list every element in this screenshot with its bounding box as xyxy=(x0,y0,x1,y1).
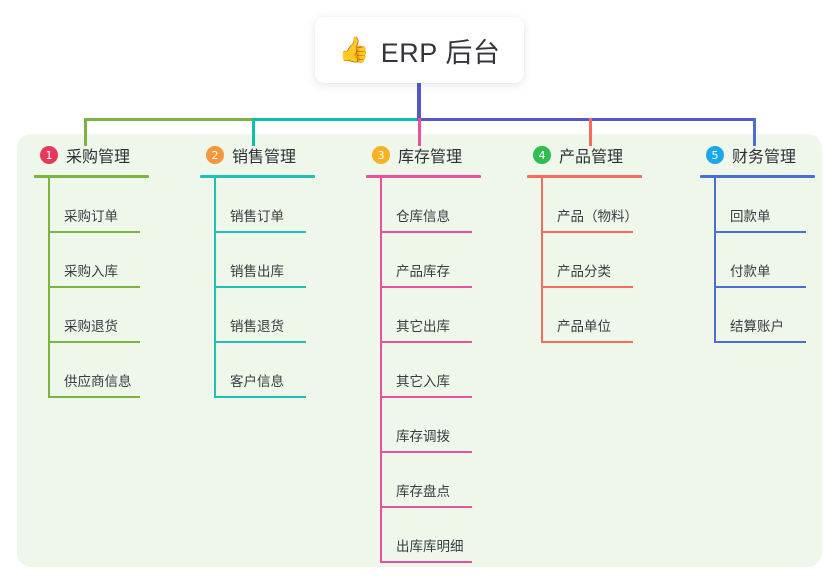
leaf-item[interactable]: 付款单 xyxy=(716,233,806,288)
branch-column-3: 3 库存管理仓库信息产品库存其它出库其它入库库存调拨库存盘点出库库明细 xyxy=(366,143,481,563)
leaf-item-label: 产品分类 xyxy=(557,264,611,279)
branch-leaf-list: 采购订单采购入库采购退货供应商信息 xyxy=(48,178,149,398)
leaf-item[interactable]: 采购退货 xyxy=(50,288,140,343)
connector-drop-1 xyxy=(84,118,87,146)
branch-header-3[interactable]: 3 库存管理 xyxy=(366,143,481,167)
branch-header-rule xyxy=(700,175,815,178)
leaf-item[interactable]: 销售退货 xyxy=(216,288,306,343)
leaf-item-label: 客户信息 xyxy=(230,374,284,389)
leaf-item-label: 产品库存 xyxy=(396,264,450,279)
branch-number-badge: 3 xyxy=(372,146,390,164)
branch-header-rule xyxy=(200,175,315,178)
branch-column-1: 1 采购管理采购订单采购入库采购退货供应商信息 xyxy=(34,143,149,398)
branch-title: 库存管理 xyxy=(398,149,463,166)
leaf-item-label: 采购入库 xyxy=(64,264,118,279)
branch-leaf-list: 回款单付款单结算账户 xyxy=(714,178,815,343)
branch-header-4[interactable]: 4 产品管理 xyxy=(527,143,642,167)
leaf-item-label: 产品（物料） xyxy=(557,209,638,224)
branch-number-badge: 2 xyxy=(206,146,224,164)
branch-column-2: 2 销售管理销售订单销售出库销售退货客户信息 xyxy=(200,143,315,398)
leaf-item[interactable]: 销售出库 xyxy=(216,233,306,288)
connector-drop-2 xyxy=(252,118,255,146)
leaf-item[interactable]: 仓库信息 xyxy=(382,178,472,233)
leaf-item-label: 销售订单 xyxy=(230,209,284,224)
leaf-item-label: 采购退货 xyxy=(64,319,118,334)
branch-header-rule xyxy=(34,175,149,178)
connector-drop-4 xyxy=(589,118,592,146)
leaf-item-label: 其它出库 xyxy=(396,319,450,334)
thumbs-up-icon: 👍 xyxy=(338,35,370,64)
root-node-title: ERP 后台 xyxy=(380,37,501,68)
root-node-content: 👍 ERP 后台 xyxy=(339,31,501,70)
leaf-item-label: 采购订单 xyxy=(64,209,118,224)
leaf-item[interactable]: 库存盘点 xyxy=(382,453,472,508)
branch-header-2[interactable]: 2 销售管理 xyxy=(200,143,315,167)
branch-header-1[interactable]: 1 采购管理 xyxy=(34,143,149,167)
connector-drop-5 xyxy=(753,118,756,146)
branch-header-rule xyxy=(527,175,642,178)
branch-title: 财务管理 xyxy=(732,149,797,166)
leaf-item-label: 出库库明细 xyxy=(396,539,464,554)
branch-leaf-list: 销售订单销售出库销售退货客户信息 xyxy=(214,178,315,398)
leaf-item-label: 其它入库 xyxy=(396,374,450,389)
connector-bus-green xyxy=(84,118,254,121)
leaf-item[interactable]: 客户信息 xyxy=(216,343,306,398)
leaf-item[interactable]: 产品（物料） xyxy=(543,178,638,233)
leaf-item-label: 销售退货 xyxy=(230,319,284,334)
leaf-item-label: 付款单 xyxy=(730,264,771,279)
content-panel xyxy=(17,134,822,567)
leaf-item[interactable]: 其它出库 xyxy=(382,288,472,343)
leaf-item[interactable]: 产品库存 xyxy=(382,233,472,288)
leaf-item-label: 库存调拨 xyxy=(396,429,450,444)
connector-bus-blue xyxy=(417,118,756,121)
leaf-item-label: 产品单位 xyxy=(557,319,611,334)
leaf-item-label: 结算账户 xyxy=(730,319,784,334)
branch-header-5[interactable]: 5 财务管理 xyxy=(700,143,815,167)
leaf-item[interactable]: 采购订单 xyxy=(50,178,140,233)
leaf-item-label: 供应商信息 xyxy=(64,374,132,389)
leaf-item[interactable]: 回款单 xyxy=(716,178,806,233)
branch-number-badge: 5 xyxy=(706,146,724,164)
connector-drop-3 xyxy=(418,118,421,146)
connector-root-stem xyxy=(417,83,421,120)
branch-title: 产品管理 xyxy=(559,149,624,166)
leaf-item[interactable]: 供应商信息 xyxy=(50,343,140,398)
leaf-item[interactable]: 产品单位 xyxy=(543,288,633,343)
leaf-item[interactable]: 销售订单 xyxy=(216,178,306,233)
branch-column-5: 5 财务管理回款单付款单结算账户 xyxy=(700,143,815,343)
leaf-item[interactable]: 库存调拨 xyxy=(382,398,472,453)
branch-title: 销售管理 xyxy=(232,149,297,166)
leaf-item[interactable]: 结算账户 xyxy=(716,288,806,343)
leaf-item[interactable]: 采购入库 xyxy=(50,233,140,288)
branch-leaf-list: 仓库信息产品库存其它出库其它入库库存调拨库存盘点出库库明细 xyxy=(380,178,481,563)
leaf-item[interactable]: 其它入库 xyxy=(382,343,472,398)
branch-header-rule xyxy=(366,175,481,178)
branch-title: 采购管理 xyxy=(66,149,131,166)
branch-number-badge: 4 xyxy=(533,146,551,164)
connector-bus-teal xyxy=(252,118,419,121)
branch-number-badge: 1 xyxy=(40,146,58,164)
leaf-item-label: 销售出库 xyxy=(230,264,284,279)
leaf-item-label: 仓库信息 xyxy=(396,209,450,224)
branch-leaf-list: 产品（物料） 产品分类产品单位 xyxy=(541,178,642,343)
leaf-item-label: 回款单 xyxy=(730,209,771,224)
leaf-item[interactable]: 产品分类 xyxy=(543,233,633,288)
leaf-item[interactable]: 出库库明细 xyxy=(382,508,472,563)
leaf-item-label: 库存盘点 xyxy=(396,484,450,499)
root-node[interactable]: 👍 ERP 后台 xyxy=(315,17,524,83)
branch-column-4: 4 产品管理产品（物料） 产品分类产品单位 xyxy=(527,143,642,343)
